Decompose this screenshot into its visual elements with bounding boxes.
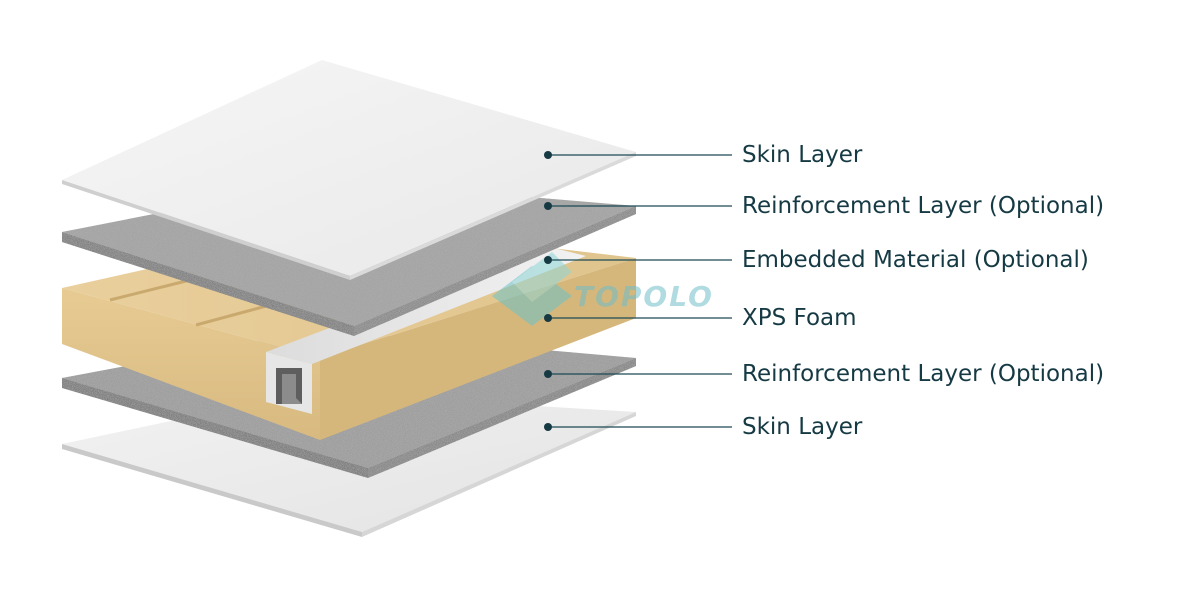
leader-dot-xps	[544, 314, 552, 322]
label-reinforcement-layer-bottom: Reinforcement Layer (Optional)	[742, 363, 1104, 386]
leader-dot-skin-bottom	[544, 423, 552, 431]
label-reinforcement-layer-top: Reinforcement Layer (Optional)	[742, 195, 1104, 218]
label-skin-layer-bottom: Skin Layer	[742, 416, 862, 439]
watermark-text: TOPOLO	[574, 280, 714, 313]
label-embedded-material: Embedded Material (Optional)	[742, 249, 1089, 272]
leader-dot-reinforcement-top	[544, 202, 552, 210]
label-skin-layer-top: Skin Layer	[742, 144, 862, 167]
label-xps-foam: XPS Foam	[742, 307, 857, 330]
leader-dot-reinforcement-bottom	[544, 370, 552, 378]
leader-dot-embedded	[544, 256, 552, 264]
leader-dot-skin-top	[544, 151, 552, 159]
